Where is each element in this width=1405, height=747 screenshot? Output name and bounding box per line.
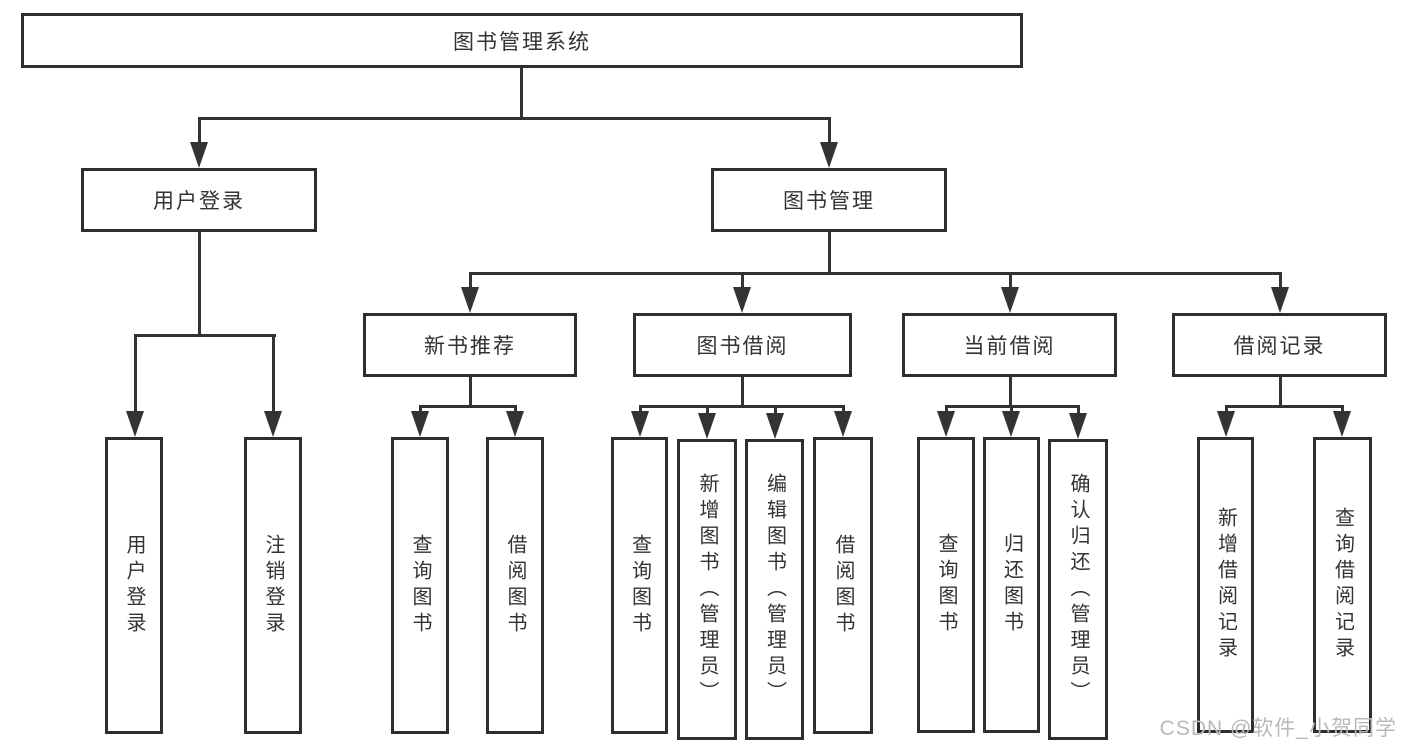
leaf-query-books-borrow: 查询图书: [611, 437, 668, 734]
node-label: 查询借阅记录: [1331, 507, 1354, 663]
node-label: 查询图书: [935, 533, 957, 637]
arrow-down-icon: [631, 411, 649, 437]
connector-line: [198, 117, 201, 147]
arrow-down-icon: [820, 142, 838, 168]
node-new-book-recommend: 新书推荐: [363, 313, 577, 377]
arrow-down-icon: [1001, 287, 1019, 313]
connector-line: [1077, 405, 1080, 419]
connector-line: [469, 377, 472, 408]
connector-line: [1225, 405, 1343, 408]
node-user-login-branch: 用户登录: [81, 168, 317, 232]
connector-line: [639, 405, 844, 408]
arrow-down-icon: [766, 413, 784, 439]
arrow-down-icon: [698, 413, 716, 439]
arrow-down-icon: [126, 411, 144, 437]
connector-line: [469, 272, 472, 292]
node-label: 编辑图书（管理员）: [763, 472, 786, 707]
node-label: 当前借阅: [963, 335, 1056, 358]
leaf-add-books-admin: 新增图书（管理员）: [677, 439, 737, 740]
node-label: 借阅记录: [1233, 335, 1326, 358]
node-label: 归还图书: [1000, 533, 1023, 637]
leaf-confirm-return-admin: 确认归还（管理员）: [1048, 439, 1108, 740]
connector-line: [774, 405, 777, 419]
leaf-query-books-current: 查询图书: [917, 437, 975, 733]
node-label: 借阅图书: [832, 533, 854, 638]
arrow-down-icon: [461, 287, 479, 313]
arrow-down-icon: [1271, 287, 1289, 313]
connector-line: [134, 334, 137, 416]
node-current-borrow: 当前借阅: [902, 313, 1117, 377]
node-label: 图书管理系统: [453, 30, 591, 54]
arrow-down-icon: [733, 287, 751, 313]
node-label: 查询图书: [409, 533, 431, 638]
arrow-down-icon: [1069, 413, 1087, 439]
node-label: 新增图书（管理员）: [696, 472, 718, 707]
leaf-query-books-recommend: 查询图书: [391, 437, 449, 734]
connector-line: [520, 68, 523, 120]
node-borrow-records: 借阅记录: [1172, 313, 1387, 377]
connector-line: [198, 117, 831, 120]
leaf-edit-books-admin: 编辑图书（管理员）: [745, 439, 804, 740]
arrow-down-icon: [1333, 411, 1351, 437]
node-label: 用户登录: [153, 190, 245, 213]
node-label: 注销登录: [262, 533, 284, 638]
arrow-down-icon: [411, 411, 429, 437]
connector-line: [828, 117, 831, 147]
connector-line: [1279, 377, 1282, 408]
node-book-management: 图书管理: [711, 168, 947, 232]
connector-line: [1009, 377, 1012, 408]
connector-line: [1279, 272, 1282, 292]
connector-line: [741, 377, 744, 408]
arrow-down-icon: [264, 411, 282, 437]
connector-line: [741, 272, 744, 292]
node-label: 图书借阅: [696, 335, 789, 358]
watermark-text: CSDN @软件_小贺同学: [1159, 717, 1397, 740]
node-label: 借阅图书: [504, 533, 526, 638]
arrow-down-icon: [506, 411, 524, 437]
connector-line: [828, 232, 831, 275]
node-label: 查询图书: [628, 533, 651, 638]
connector-line: [469, 272, 1282, 275]
node-root-system: 图书管理系统: [21, 13, 1023, 68]
node-label: 确认归还（管理员）: [1067, 472, 1089, 707]
node-label: 用户登录: [123, 533, 145, 638]
arrow-down-icon: [190, 142, 208, 168]
leaf-user-login: 用户登录: [105, 437, 163, 734]
node-label: 图书管理: [783, 190, 875, 213]
node-book-borrow: 图书借阅: [633, 313, 852, 377]
node-label: 新书推荐: [424, 335, 516, 358]
leaf-logout: 注销登录: [244, 437, 302, 734]
connector-line: [706, 405, 709, 419]
connector-line: [419, 405, 517, 408]
arrow-down-icon: [1002, 411, 1020, 437]
connector-line: [134, 334, 276, 337]
connector-line: [272, 334, 275, 416]
leaf-query-borrow-record: 查询借阅记录: [1313, 437, 1372, 733]
node-label: 新增借阅记录: [1214, 507, 1237, 663]
arrow-down-icon: [1217, 411, 1235, 437]
connector-line: [1009, 272, 1012, 292]
arrow-down-icon: [834, 411, 852, 437]
leaf-return-books: 归还图书: [983, 437, 1040, 733]
leaf-add-borrow-record: 新增借阅记录: [1197, 437, 1254, 733]
connector-line: [198, 232, 201, 337]
leaf-borrow-books: 借阅图书: [813, 437, 873, 734]
leaf-borrow-books-recommend: 借阅图书: [486, 437, 544, 734]
arrow-down-icon: [937, 411, 955, 437]
